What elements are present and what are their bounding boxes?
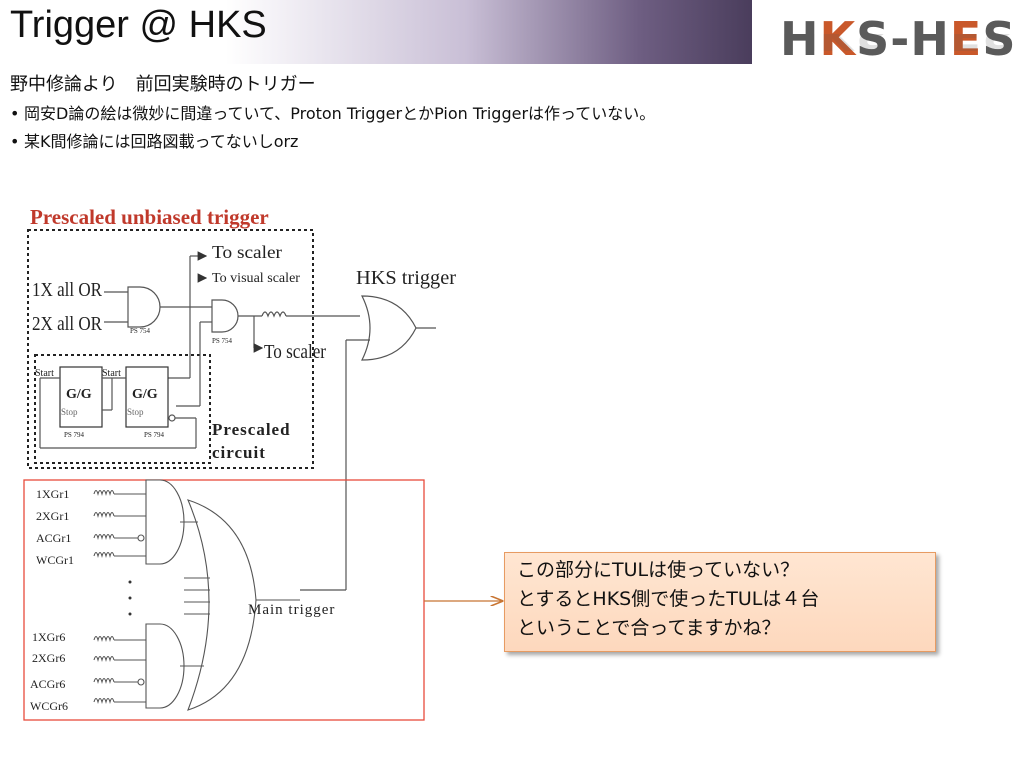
main-or-gate: [187, 499, 257, 711]
hks-or-gate: [361, 295, 417, 361]
and-gate-2: [211, 299, 239, 333]
group1-label-ac: ACGr1: [36, 531, 71, 545]
group1-label-2x: 2XGr1: [36, 509, 69, 523]
group6-and-gate: [145, 623, 185, 709]
prescaled-circuit-label-1: Prescaled: [212, 420, 291, 439]
input-label-2x: 2X all OR: [32, 313, 103, 335]
group6-label-1x: 1XGr6: [32, 630, 65, 644]
ps754-b-label: PS 754: [212, 337, 233, 345]
group6-label-2x: 2XGr6: [32, 651, 65, 665]
prescaled-circuit-label-2: circuit: [212, 443, 266, 462]
bullet-2: •某K間修論には回路図載ってないしorz: [10, 132, 299, 151]
slide-heading: 野中修論より 前回実験時のトリガー: [10, 74, 316, 95]
group1-and-gate: [145, 479, 185, 565]
and-gate-1: [127, 286, 161, 328]
callout-line-1: この部分にTULは使っていない？: [517, 559, 800, 581]
group6-label-ac: ACGr6: [30, 677, 65, 691]
callout-line-2: とするとHKS側で使ったTULは４台: [517, 588, 820, 610]
input-label-1x: 1X all OR: [32, 279, 103, 301]
gg-2-model: PS 794: [144, 431, 165, 439]
group1-label-1x: 1XGr1: [36, 487, 69, 501]
gg-2-label: G/G: [132, 387, 158, 402]
main-trigger-label: Main trigger: [248, 602, 335, 618]
prescaled-inner-box: [34, 354, 211, 464]
gg-2-stop: Stop: [127, 407, 144, 417]
gg-1-label: G/G: [66, 387, 92, 402]
gg-1-start: Start: [35, 368, 54, 379]
hks-trigger-label: HKS trigger: [356, 267, 456, 289]
to-scaler-1-label: To scaler: [212, 242, 282, 262]
to-scaler-2-label: To scaler: [264, 341, 326, 363]
group6-label-wc: WCGr6: [30, 699, 68, 713]
prescaled-outer-box: [27, 229, 314, 469]
prescaled-title: Prescaled unbiased trigger: [30, 205, 269, 229]
slide-title: Trigger @ HKS: [10, 4, 267, 46]
gg-2-start: Start: [102, 368, 121, 379]
gg-1-stop: Stop: [61, 407, 78, 417]
callout-box: この部分にTULは使っていない？ とするとHKS側で使ったTULは４台 というこ…: [504, 552, 936, 652]
ps754-a-label: PS 754: [130, 327, 151, 335]
ellipsis-dots: [128, 580, 132, 616]
gg-module-2: [125, 366, 169, 428]
gg-1-model: PS 794: [64, 431, 85, 439]
gg-module-1: [59, 366, 103, 428]
bullet-1: •岡安D論の絵は微妙に間違っていて、Proton TriggerとかPion T…: [10, 104, 656, 123]
to-visual-scaler-label: To visual scaler: [212, 271, 300, 286]
callout-line-3: ということで合ってますかね？: [517, 617, 781, 639]
hks-hes-logo: HKS-HES: [780, 12, 1017, 66]
group1-label-wc: WCGr1: [36, 553, 74, 567]
title-band: [0, 0, 752, 64]
main-trigger-box: [23, 479, 425, 721]
